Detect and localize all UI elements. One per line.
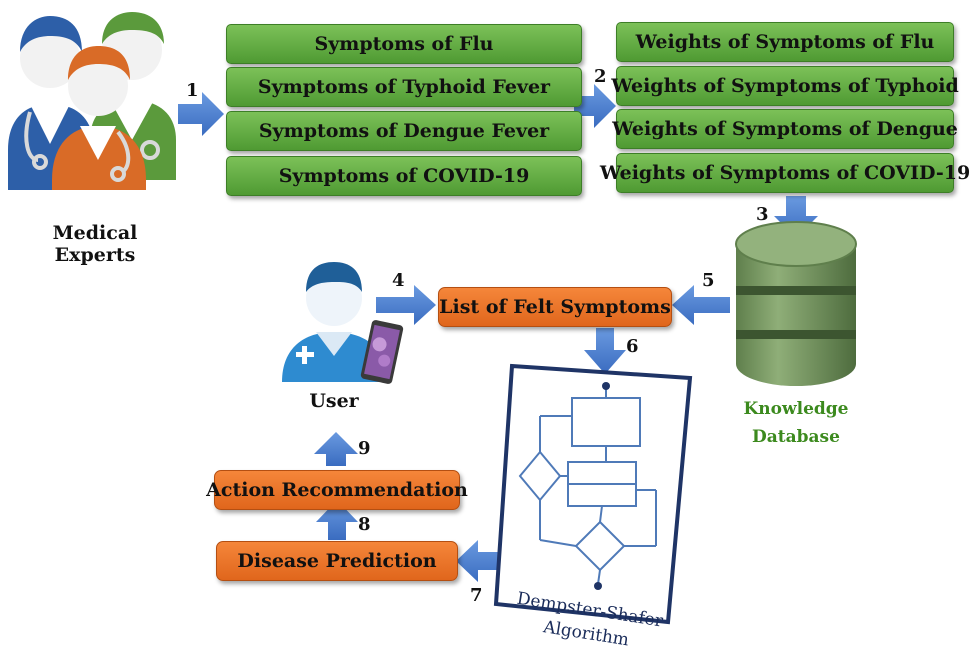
symptoms-dengue-box: Symptoms of Dengue Fever: [226, 111, 582, 151]
arrow-8: [316, 500, 358, 540]
step-number-5: 5: [702, 270, 715, 291]
arrow-2: [574, 84, 616, 128]
experts-label: Medical Experts: [52, 222, 138, 266]
step-number-9: 9: [358, 438, 371, 459]
symptoms-typhoid-box: Symptoms of Typhoid Fever: [226, 67, 582, 107]
arrow-1: [178, 92, 224, 136]
arrow-5: [672, 285, 730, 325]
step-number-8: 8: [358, 514, 371, 535]
database-label-line1: Knowledge: [743, 399, 849, 419]
arrow-6: [584, 328, 626, 374]
symptoms-flu-box: Symptoms of Flu: [226, 24, 582, 64]
symptoms-covid-box: Symptoms of COVID-19: [226, 156, 582, 196]
arrow-3: [774, 196, 818, 238]
weights-covid-box: Weights of Symptoms of COVID-19: [600, 153, 970, 193]
disease-prediction-box: Disease Prediction: [216, 541, 458, 581]
user-label: User: [309, 390, 359, 412]
arrow-4: [376, 285, 436, 325]
weights-flu-box: Weights of Symptoms of Flu: [616, 22, 954, 62]
step-number-2: 2: [594, 66, 607, 87]
step-number-4: 4: [392, 270, 405, 291]
weights-typhoid-box: Weights of Symptoms of Typhoid: [611, 66, 959, 106]
arrow-9: [314, 432, 358, 466]
step-number-7: 7: [470, 585, 483, 606]
weights-dengue-box: Weights of Symptoms of Dengue: [612, 109, 958, 149]
felt-symptoms-box: List of Felt Symptoms: [438, 287, 672, 327]
step-number-3: 3: [756, 204, 769, 225]
step-number-1: 1: [186, 80, 199, 101]
arrow-7: [456, 540, 508, 582]
step-number-6: 6: [626, 336, 639, 357]
action-recommendation-box: Action Recommendation: [206, 470, 468, 510]
database-label: Knowledge Database: [730, 395, 862, 451]
database-label-line2: Database: [752, 427, 840, 447]
